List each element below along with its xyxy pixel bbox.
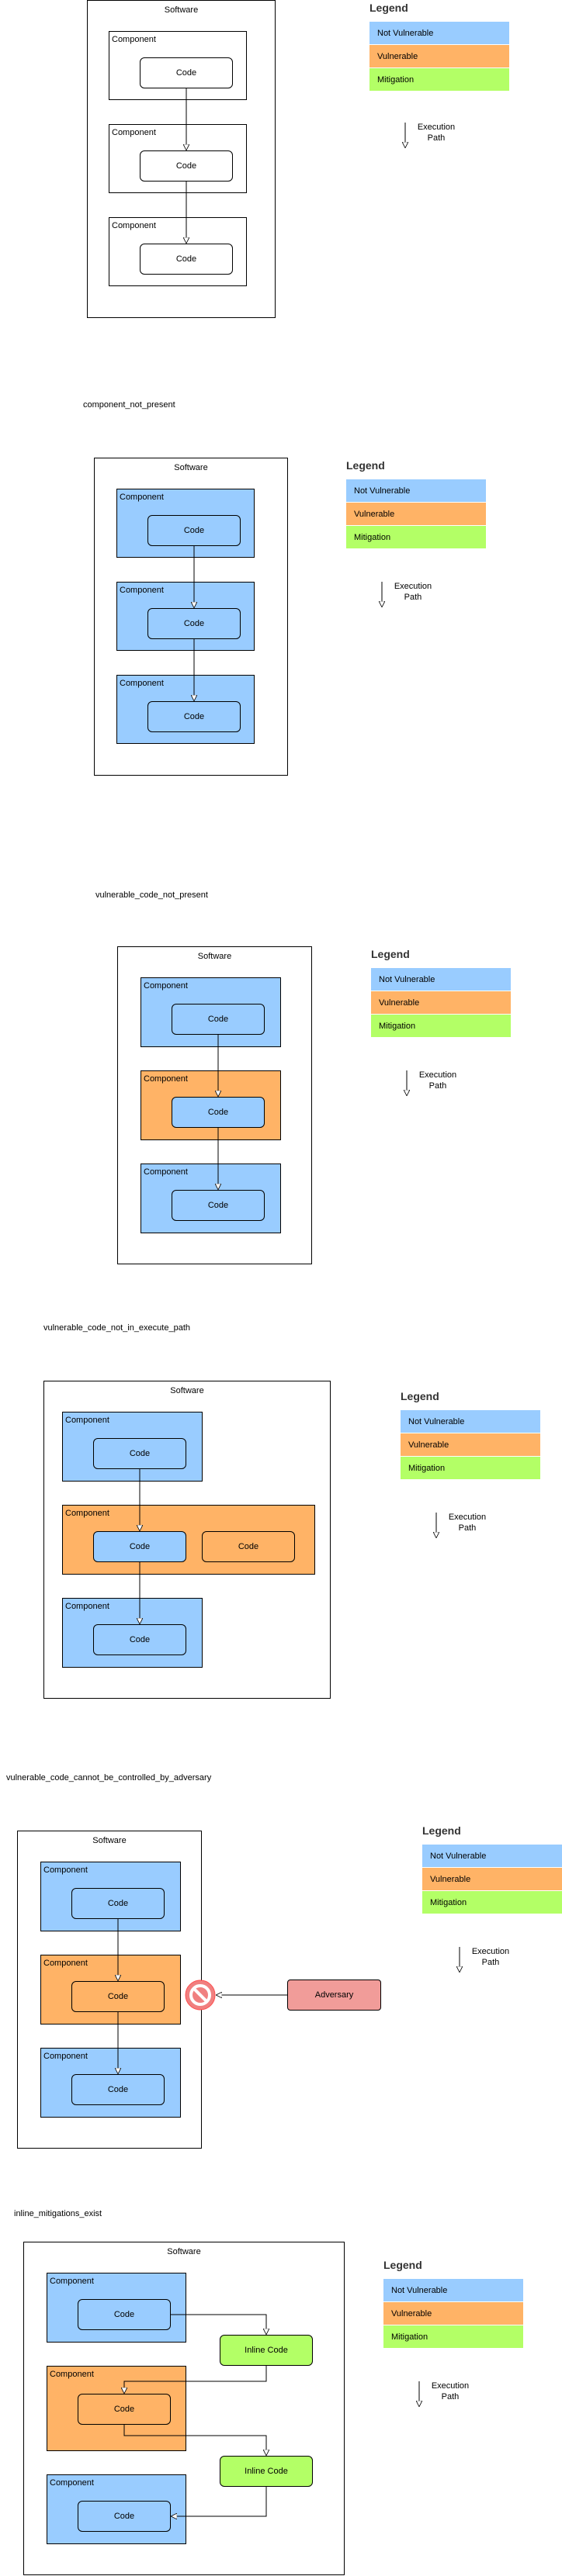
code-box: Code <box>140 244 233 275</box>
legend-vulnerable: Vulnerable <box>346 503 486 525</box>
scenario-caption: component_not_present <box>83 400 175 410</box>
code-box: Code <box>78 2394 171 2425</box>
component-title: Component <box>120 493 164 502</box>
legend-vulnerable: Vulnerable <box>369 45 509 67</box>
legend-mitigation: Mitigation <box>401 1457 540 1479</box>
code-box: Code <box>78 2501 171 2532</box>
execution-path-label: Execution Path <box>431 2381 470 2401</box>
code-box: Code <box>78 2299 171 2330</box>
legend-title: Legend <box>401 1390 439 1402</box>
component-title: Component <box>112 128 156 137</box>
code-box: Code <box>172 1190 265 1221</box>
scenario-caption: inline_mitigations_exist <box>14 2209 102 2218</box>
software-title: Software <box>197 952 232 961</box>
component-title: Component <box>144 1167 188 1177</box>
legend-vulnerable: Vulnerable <box>401 1433 540 1456</box>
scenario-caption: vulnerable_code_not_in_execute_path <box>43 1323 190 1333</box>
code-box: Code <box>93 1624 186 1655</box>
code-box: Code <box>71 1981 165 2012</box>
component-title: Component <box>50 2370 94 2379</box>
code-box: Code <box>93 1438 186 1469</box>
execution-path-label: Execution Path <box>417 123 456 143</box>
execution-path-label: Execution Path <box>418 1070 457 1091</box>
legend-not-vulnerable: Not Vulnerable <box>422 1845 562 1867</box>
legend-not-vulnerable: Not Vulnerable <box>346 479 486 502</box>
execution-path-label: Execution Path <box>471 1947 510 1967</box>
legend-not-vulnerable: Not Vulnerable <box>383 2279 523 2301</box>
software-title: Software <box>170 1386 204 1395</box>
component-title: Component <box>144 981 188 991</box>
legend-vulnerable: Vulnerable <box>371 991 511 1014</box>
legend-mitigation: Mitigation <box>346 526 486 548</box>
code-box: Code <box>93 1531 186 1562</box>
component-box: Component <box>40 2048 181 2118</box>
legend-not-vulnerable: Not Vulnerable <box>401 1410 540 1433</box>
code-box: Code <box>147 608 241 639</box>
legend-title: Legend <box>383 2259 422 2271</box>
legend-not-vulnerable: Not Vulnerable <box>369 22 509 44</box>
software-title: Software <box>92 1836 127 1845</box>
code-box: Code <box>71 1888 165 1919</box>
adversary-box: Adversary <box>287 1980 381 2011</box>
inline-code-box: Inline Code <box>220 2456 313 2487</box>
legend-mitigation: Mitigation <box>369 68 509 91</box>
component-title: Component <box>65 1602 109 1611</box>
legend-title: Legend <box>369 2 408 14</box>
legend-vulnerable: Vulnerable <box>383 2302 523 2325</box>
scenario-caption: vulnerable_code_not_present <box>95 890 208 900</box>
component-title: Component <box>43 1959 88 1968</box>
component-title: Component <box>144 1074 188 1084</box>
component-title: Component <box>43 2052 88 2061</box>
legend-title: Legend <box>371 948 410 960</box>
legend-mitigation: Mitigation <box>422 1891 562 1914</box>
component-title: Component <box>112 35 156 44</box>
component-title: Component <box>65 1509 109 1518</box>
legend-mitigation: Mitigation <box>371 1015 511 1037</box>
execution-path-label: Execution Path <box>394 582 432 602</box>
code-box: Code <box>140 57 233 88</box>
inline-code-box: Inline Code <box>220 2335 313 2366</box>
code-box: Code <box>147 515 241 546</box>
vulnerable-code-box: Code <box>202 1531 295 1562</box>
software-title: Software <box>174 463 208 472</box>
component-title: Component <box>50 2277 94 2286</box>
software-title: Software <box>164 5 199 15</box>
legend-vulnerable: Vulnerable <box>422 1868 562 1890</box>
code-box: Code <box>140 150 233 182</box>
execution-path-label: Execution Path <box>448 1513 487 1533</box>
component-title: Component <box>112 221 156 230</box>
code-box: Code <box>172 1097 265 1128</box>
component-title: Component <box>65 1416 109 1425</box>
legend-title: Legend <box>346 459 385 472</box>
code-box: Code <box>147 701 241 732</box>
legend-not-vulnerable: Not Vulnerable <box>371 968 511 991</box>
software-title: Software <box>167 2247 201 2256</box>
component-title: Component <box>50 2478 94 2488</box>
code-box: Code <box>172 1004 265 1035</box>
legend-title: Legend <box>422 1824 461 1837</box>
code-box: Code <box>71 2074 165 2105</box>
scenario-caption: vulnerable_code_cannot_be_controlled_by_… <box>6 1773 212 1782</box>
component-title: Component <box>120 586 164 595</box>
component-title: Component <box>43 1865 88 1875</box>
component-title: Component <box>120 679 164 688</box>
legend-mitigation: Mitigation <box>383 2325 523 2348</box>
